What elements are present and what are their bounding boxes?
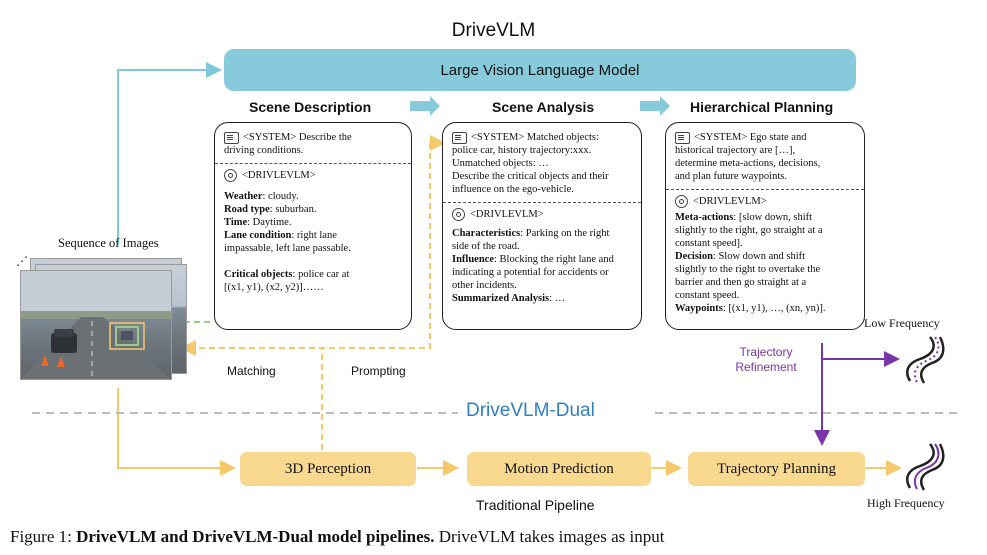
system-line: <SYSTEM> Describe the xyxy=(243,132,352,143)
heading-scene-description: Scene Description xyxy=(249,99,372,115)
steering-wheel-icon xyxy=(224,169,237,183)
heading-scene-analysis: Scene Analysis xyxy=(492,99,595,115)
images-to-perception-arrow xyxy=(117,388,236,476)
lvlm-label: Large Vision Language Model xyxy=(440,61,640,79)
planning-label: Trajectory Planning xyxy=(716,460,837,477)
system-line: driving conditions. xyxy=(224,145,304,156)
prompt-doc-icon xyxy=(675,131,690,144)
system-line: police car, history trajectory:xxx. xyxy=(452,145,592,156)
trajectory-refinement-label: Trajectory Refinement xyxy=(735,345,797,374)
system-line: <SYSTEM> Ego state and xyxy=(694,132,807,143)
dashed-separator xyxy=(215,163,411,164)
prompting-label: Prompting xyxy=(351,364,406,378)
low-frequency-road-icon xyxy=(906,336,945,384)
image-sequence xyxy=(20,258,187,380)
prompt-doc-icon xyxy=(224,131,239,144)
system-line: <SYSTEM> Matched objects: xyxy=(471,132,599,143)
steering-wheel-icon xyxy=(452,208,465,222)
system-line: historical trajectory are […], xyxy=(675,145,796,156)
heading-hierarchical-planning: Hierarchical Planning xyxy=(690,99,834,115)
output-line: Influence: Blocking the right lane and xyxy=(452,254,614,266)
system-prompt: <SYSTEM> Matched objects: police car, hi… xyxy=(443,123,641,202)
hierarchical-planning-card: <SYSTEM> Ego state and historical trajec… xyxy=(665,122,865,330)
model-tag: <DRIVLEVLM> xyxy=(470,209,544,220)
prompt-doc-icon xyxy=(452,131,467,144)
lvlm-bar: Large Vision Language Model xyxy=(224,49,856,91)
output-line: Meta-actions: [slow down, shift xyxy=(675,212,813,224)
trajectory-planning-box: Trajectory Planning xyxy=(688,452,865,486)
output-line: side of the road. xyxy=(452,241,520,253)
motion-label: Motion Prediction xyxy=(504,460,614,477)
system-line: Describe the critical objects and their xyxy=(452,171,609,182)
prompting-line xyxy=(180,143,431,356)
high-frequency-label: High Frequency xyxy=(867,496,945,510)
output-line: Critical objects: police car at xyxy=(224,269,350,281)
system-line: and plan future waypoints. xyxy=(675,171,787,182)
dashed-separator xyxy=(443,202,641,203)
output-line: Decision: Slow down and shift xyxy=(675,251,806,263)
output-line: Waypoints: [(x1, y1), …, (xn, yn)]. xyxy=(675,303,826,315)
output-line: impassable, left lane passable. xyxy=(224,243,351,255)
dual-title: DriveVLM-Dual xyxy=(466,400,595,421)
output-line: Characteristics: Parking on the right xyxy=(452,228,610,240)
system-prompt: <SYSTEM> Describe the driving conditions… xyxy=(215,123,411,163)
figure-caption: Figure 1: DriveVLM and DriveVLM-Dual mod… xyxy=(10,527,665,546)
system-prompt: <SYSTEM> Ego state and historical trajec… xyxy=(666,123,864,189)
high-frequency-road-icon xyxy=(906,443,945,491)
output-line: constant speed. xyxy=(675,290,740,302)
desc-to-analysis-arrow xyxy=(410,96,440,116)
output-line: Lane condition: right lane xyxy=(224,230,337,242)
output-line: constant speed]. xyxy=(675,238,743,250)
output-line: Road type: suburban. xyxy=(224,204,317,216)
figure-title: DriveVLM xyxy=(451,20,536,41)
output-line: other incidents. xyxy=(452,280,517,292)
output-line: Summarized Analysis: … xyxy=(452,293,566,305)
perception-box: 3D Perception xyxy=(240,452,416,486)
input-to-lvlm-arrow xyxy=(117,62,222,245)
analysis-to-planning-arrow xyxy=(640,96,670,116)
model-tag: <DRIVLEVLM> xyxy=(242,170,316,181)
sequence-label: Sequence of Images xyxy=(58,236,159,250)
scene-description-card: <SYSTEM> Describe the driving conditions… xyxy=(214,122,412,330)
steering-wheel-icon xyxy=(675,195,688,209)
output-line xyxy=(224,255,402,268)
scene-analysis-card: <SYSTEM> Matched objects: police car, hi… xyxy=(442,122,642,330)
system-line: influence on the ego-vehicle. xyxy=(452,184,574,195)
output-line: [(x1, y1), (x2, y2)]…… xyxy=(224,282,324,294)
low-frequency-label: Low Frequency xyxy=(864,316,940,330)
output-line: slightly to the right, go straight at a xyxy=(675,225,823,237)
output-line: barrier and then go straight at a xyxy=(675,277,807,289)
model-tag: <DRIVLEVLM> xyxy=(693,196,767,207)
output-line: Weather: cloudy. xyxy=(224,191,299,203)
motion-prediction-box: Motion Prediction xyxy=(467,452,651,486)
matching-label: Matching xyxy=(227,364,276,378)
output-line: indicating a potential for accidents or xyxy=(452,267,609,279)
output-line: slightly to the right to overtake the xyxy=(675,264,821,276)
traditional-pipeline-label: Traditional Pipeline xyxy=(476,497,595,513)
driving-image xyxy=(20,270,172,380)
system-line: Unmatched objects: … xyxy=(452,158,549,169)
ellipsis-dots: ⋰ xyxy=(16,254,28,268)
system-line: determine meta-actions, decisions, xyxy=(675,158,821,169)
output-line: Time: Daytime. xyxy=(224,217,292,229)
dashed-separator xyxy=(666,189,864,190)
road-scene xyxy=(21,271,171,379)
perception-label: 3D Perception xyxy=(284,460,372,477)
